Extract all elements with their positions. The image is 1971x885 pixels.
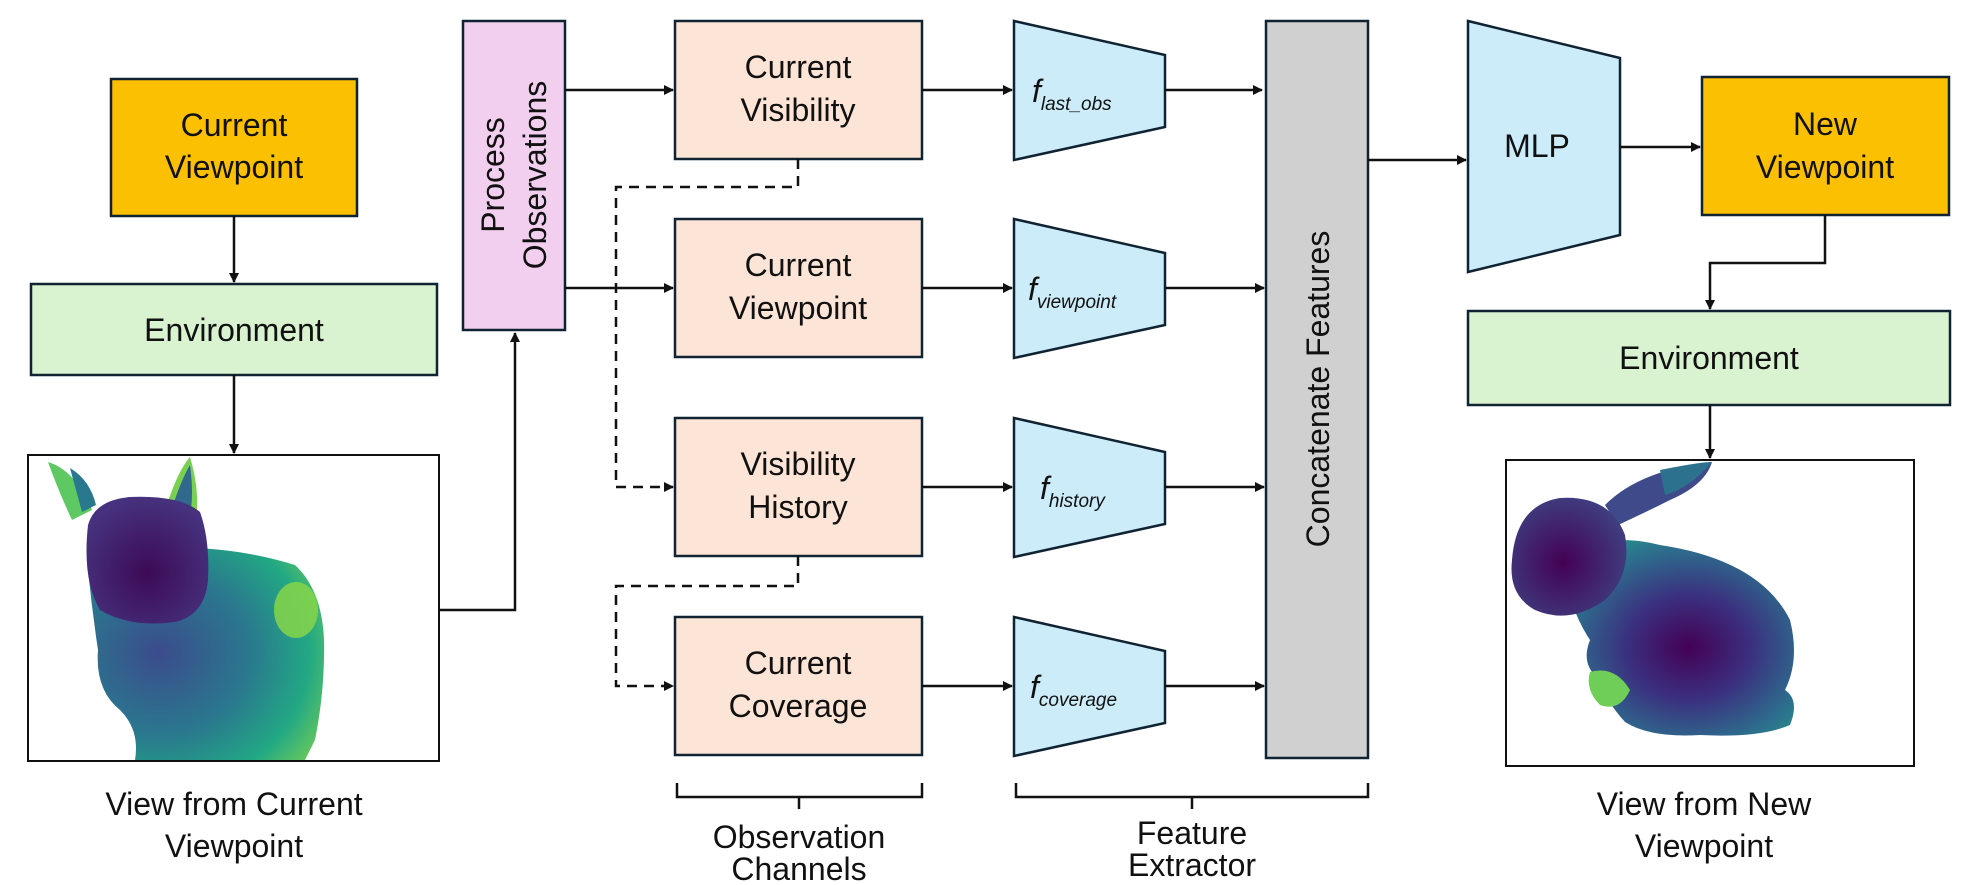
channel-current-coverage: Current Coverage bbox=[673, 615, 924, 757]
concat-label: Concatenate Features bbox=[1300, 231, 1336, 548]
bunny-depth-render-left bbox=[27, 454, 440, 762]
channel-1-line1: Current bbox=[745, 247, 852, 283]
current-viewpoint-box: Current Viewpoint bbox=[109, 77, 359, 218]
channel-0-line2: Visibility bbox=[741, 92, 856, 128]
bracket-observation-channels: Observation Channels bbox=[675, 783, 924, 885]
channel-0-line1: Current bbox=[745, 49, 852, 85]
bracket-feature-extractor: Feature Extractor bbox=[1014, 783, 1370, 883]
caption-left: View from Current Viewpoint bbox=[105, 786, 362, 864]
environment-box-right: Environment bbox=[1466, 309, 1952, 407]
extractor-viewpoint: fviewpoint bbox=[1012, 217, 1167, 360]
caption-left-line1: View from Current bbox=[105, 786, 362, 822]
mlp-block: MLP bbox=[1466, 19, 1622, 274]
bracket-extractor-line2: Extractor bbox=[1128, 847, 1256, 883]
new-viewpoint-line1: New bbox=[1793, 106, 1858, 142]
bracket-channels-line2: Channels bbox=[731, 851, 866, 885]
channel-visibility-history: Visibility History bbox=[673, 416, 924, 558]
process-line2: Observations bbox=[517, 81, 553, 270]
process-observations-box: Process Observations bbox=[461, 19, 567, 332]
environment-label-right: Environment bbox=[1619, 340, 1799, 376]
dashed-connectors bbox=[614, 159, 800, 691]
extractor-3-subscript: coverage bbox=[1039, 690, 1117, 711]
svg-text:Viewpoint: Viewpoint bbox=[165, 149, 303, 185]
extractor-coverage: fcoverage bbox=[1012, 615, 1167, 758]
right-connectors bbox=[1705, 215, 1827, 459]
environment-box-left: Environment bbox=[29, 282, 439, 377]
extractor-1-subscript: viewpoint bbox=[1037, 292, 1117, 313]
caption-right: View from New Viewpoint bbox=[1597, 786, 1812, 864]
extractor-history: fhistory bbox=[1012, 416, 1167, 559]
current-viewpoint-line1: Current bbox=[181, 107, 288, 143]
extractor-0-subscript: last_obs bbox=[1041, 94, 1112, 115]
channel-1-line2: Viewpoint bbox=[729, 290, 867, 326]
caption-right-line1: View from New bbox=[1597, 786, 1812, 822]
caption-left-line2: Viewpoint bbox=[165, 828, 303, 864]
channel-2-line1: Visibility bbox=[741, 446, 856, 482]
caption-right-line2: Viewpoint bbox=[1635, 828, 1773, 864]
left-connectors bbox=[229, 216, 520, 612]
new-viewpoint-box: New Viewpoint bbox=[1700, 75, 1951, 217]
channel-3-line1: Current bbox=[745, 645, 852, 681]
channel-3-line2: Coverage bbox=[729, 688, 868, 724]
environment-label-left: Environment bbox=[144, 312, 324, 348]
process-line1: Process bbox=[475, 117, 511, 233]
channel-current-visibility: Current Visibility bbox=[673, 19, 924, 161]
new-viewpoint-line2: Viewpoint bbox=[1756, 149, 1894, 185]
extractor-to-concat-arrows bbox=[1165, 85, 1265, 691]
svg-text:Current: Current bbox=[181, 107, 288, 143]
channel-current-viewpoint: Current Viewpoint bbox=[673, 217, 924, 359]
bracket-channels-line1: Observation bbox=[713, 819, 886, 855]
current-viewpoint-line2: Viewpoint bbox=[165, 149, 303, 185]
channel-2-line2: History bbox=[748, 489, 848, 525]
extractor-last-obs: flast_obs bbox=[1012, 19, 1167, 162]
bracket-extractor-line1: Feature bbox=[1137, 815, 1247, 851]
channel-to-extractor-arrows bbox=[922, 85, 1013, 691]
mlp-label: MLP bbox=[1504, 128, 1570, 164]
bunny-depth-render-right bbox=[1505, 459, 1915, 767]
extractor-2-subscript: history bbox=[1049, 491, 1106, 512]
concatenate-features-box: Concatenate Features bbox=[1264, 19, 1370, 760]
process-connectors bbox=[565, 85, 674, 293]
